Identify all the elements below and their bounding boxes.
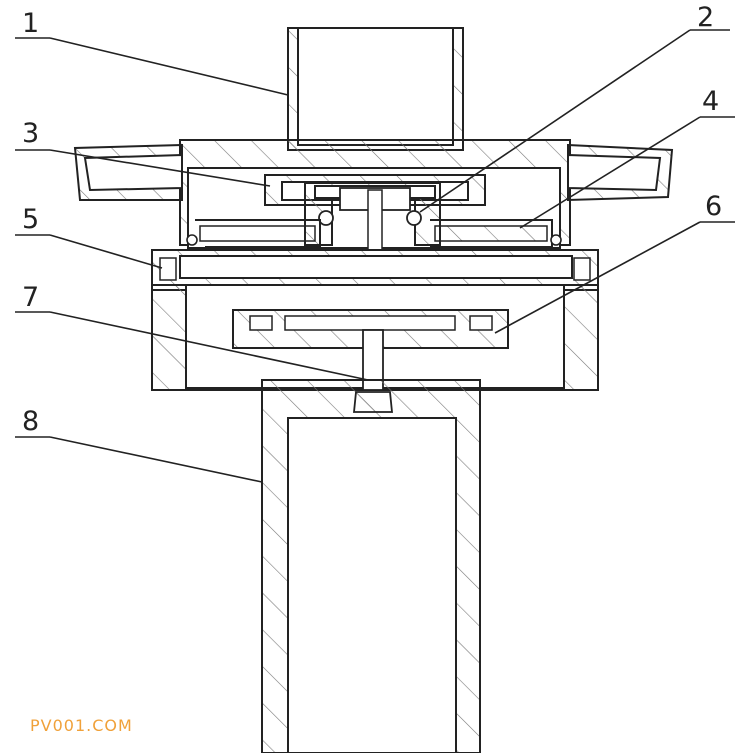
- leader-lines: [15, 29, 735, 483]
- lower-housing: [151, 284, 599, 391]
- label-6: 6: [705, 191, 722, 222]
- top-tube-part-1: [287, 27, 464, 151]
- lower-column-part-8: [261, 379, 481, 753]
- watermark: PV001.COM: [30, 716, 133, 735]
- label-4: 4: [702, 86, 719, 117]
- inner-cavity: [186, 167, 562, 251]
- label-1: 1: [22, 8, 39, 39]
- label-8: 8: [22, 406, 39, 437]
- label-3: 3: [22, 118, 39, 149]
- label-7: 7: [22, 282, 39, 313]
- label-5: 5: [22, 204, 39, 235]
- label-2: 2: [697, 2, 714, 33]
